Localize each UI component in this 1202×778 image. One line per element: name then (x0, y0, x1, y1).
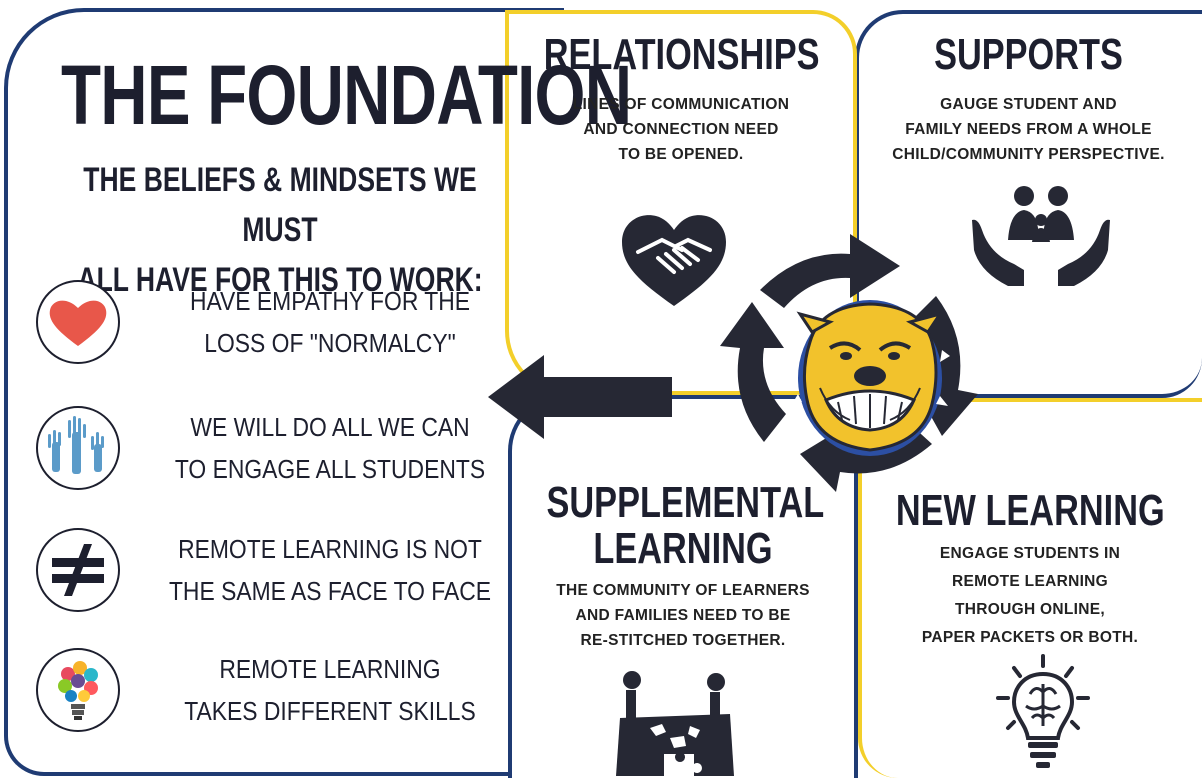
new-learning-title: NEW LEARNING (895, 486, 1165, 535)
foundation-title: THE FOUNDATION (61, 48, 632, 142)
heart-icon (36, 280, 120, 364)
belief-different-skills: REMOTE LEARNING TAKES DIFFERENT SKILLS (36, 648, 556, 748)
supports-title: SUPPORTS (934, 30, 1123, 79)
belief-engage: WE WILL DO ALL WE CAN TO ENGAGE ALL STUD… (36, 406, 556, 506)
family-in-hands-icon (972, 186, 1110, 286)
belief-text: HAVE EMPATHY FOR THE LOSS OF "NORMALCY" (189, 286, 471, 358)
relationships-body: LINES OF COMMUNICATION AND CONNECTION NE… (572, 96, 790, 163)
colorful-lightbulb-icon (36, 648, 120, 732)
left-arrow (488, 355, 672, 439)
belief-text: REMOTE LEARNING TAKES DIFFERENT SKILLS (184, 654, 476, 726)
belief-not-same: REMOTE LEARNING IS NOT THE SAME AS FACE … (36, 528, 556, 628)
belief-text: REMOTE LEARNING IS NOT THE SAME AS FACE … (168, 534, 492, 606)
brain-lightbulb-icon (996, 654, 1090, 768)
new-learning-panel (858, 398, 1202, 778)
foundation-subtitle: THE BELIEFS & MINDSETS WE MUST ALL HAVE … (77, 161, 483, 299)
supplemental-learning-panel (508, 395, 858, 778)
puzzle-people-icon (616, 671, 734, 776)
supplemental-learning-body: THE COMMUNITY OF LEARNERS AND FAMILIES N… (556, 582, 810, 649)
supports-body: GAUGE STUDENT AND FAMILY NEEDS FROM A WH… (892, 96, 1165, 163)
handshake-heart-icon (622, 215, 726, 306)
new-learning-body: ENGAGE STUDENTS IN REMOTE LEARNING THROU… (921, 545, 1139, 646)
not-equal-icon (36, 528, 120, 612)
relationships-panel (505, 10, 857, 395)
raised-hands-icon (36, 406, 120, 490)
arrow-left (720, 302, 786, 442)
belief-empathy: HAVE EMPATHY FOR THE LOSS OF "NORMALCY" (36, 280, 556, 380)
relationships-title: RELATIONSHIPS (543, 30, 820, 79)
belief-text: WE WILL DO ALL WE CAN TO ENGAGE ALL STUD… (174, 412, 486, 484)
bulldog-mascot-icon (790, 300, 950, 456)
supplemental-learning-title: SUPPLEMENTAL LEARNING (546, 478, 825, 573)
foundation-panel (4, 8, 564, 776)
arrow-top (760, 234, 900, 308)
